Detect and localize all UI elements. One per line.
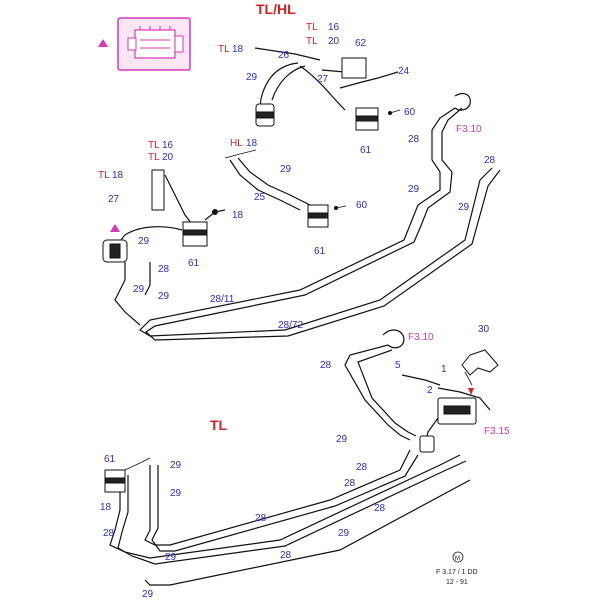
footer-stamp: M F 3.17 / 1 DD 12 - 91: [436, 551, 478, 586]
label-18-d: 18: [232, 210, 244, 221]
svg-text:M: M: [455, 556, 460, 562]
label-61-d: 61: [104, 454, 116, 465]
label-61-b: 61: [314, 246, 326, 257]
label-20-b: 20: [162, 152, 174, 163]
label-16-b: 16: [162, 140, 174, 151]
label-28-f: 28: [344, 478, 356, 489]
label-25: 25: [254, 192, 266, 203]
engine-legend: [98, 17, 191, 71]
label-29-e: 29: [158, 291, 170, 302]
footer-code: F 3.17 / 1 DD: [436, 569, 478, 576]
triangle-marker-icon: [98, 39, 108, 47]
label-28-j: 28: [280, 550, 292, 561]
label-29-g2: 29: [458, 202, 470, 213]
label-28-d: 28: [320, 360, 332, 371]
label-18-c: 18: [112, 170, 124, 181]
label-29-b: 29: [280, 164, 292, 175]
label-29-j: 29: [170, 488, 182, 499]
label-28-11: 28/11: [210, 294, 235, 305]
label-29-m: 29: [142, 589, 154, 600]
label-28-h: 28: [255, 513, 267, 524]
label-2: 2: [427, 385, 433, 396]
label-tl16-b: TL: [148, 140, 160, 151]
long-pipes-lower: [104, 449, 471, 586]
label-29-f: 29: [408, 184, 420, 195]
label-60-b: 60: [356, 200, 368, 211]
label-28-e: 28: [356, 462, 368, 473]
label-62: 62: [355, 38, 367, 49]
label-29-i: 29: [170, 460, 182, 471]
upper-assembly: [254, 47, 471, 173]
long-pipes-upper: [114, 167, 501, 341]
label-28-a: 28: [408, 134, 420, 145]
label-27-a: 27: [317, 74, 329, 85]
label-tl20-a: TL: [306, 36, 318, 47]
label-28-g: 28: [374, 503, 386, 514]
label-61-a: 61: [360, 145, 372, 156]
triangle-marker-icon: [110, 224, 120, 232]
label-27-b: 27: [108, 194, 120, 205]
engine-icon: [127, 26, 184, 59]
label-f310-b: F3.10: [408, 332, 434, 343]
label-5: 5: [395, 360, 401, 371]
lower-assembly: [344, 329, 499, 453]
label-29-a: 29: [246, 72, 258, 83]
title-top: TL/HL: [256, 1, 296, 17]
title-bottom: TL: [210, 417, 228, 433]
footer-date: 12 - 91: [446, 579, 468, 586]
label-1: 1: [441, 364, 447, 375]
label-29-d: 29: [133, 284, 145, 295]
label-hl18: HL: [230, 138, 243, 149]
label-tl18-a: TL: [218, 44, 230, 55]
label-f310-a: F3.10: [456, 124, 482, 135]
label-18-a: 18: [232, 44, 244, 55]
label-18-e: 18: [100, 502, 112, 513]
middle-assembly: [102, 149, 347, 263]
label-f315: F3.15: [484, 426, 510, 437]
label-61-c: 61: [188, 258, 200, 269]
label-tl18-b: TL: [98, 170, 110, 181]
label-60-a: 60: [404, 107, 416, 118]
label-26: 26: [278, 50, 290, 61]
label-28-72: 28/72: [278, 320, 303, 331]
label-28-c: 28: [158, 264, 170, 275]
label-20-a: 20: [328, 36, 340, 47]
label-30: 30: [478, 324, 490, 335]
label-tl16-a: TL: [306, 22, 318, 33]
label-29-c: 29: [138, 236, 150, 247]
label-tl20-b: TL: [148, 152, 160, 163]
label-24: 24: [398, 66, 410, 77]
label-29-l: 29: [165, 552, 177, 563]
label-28-b: 28: [484, 155, 496, 166]
label-28-i: 28: [103, 528, 115, 539]
label-29-h: 29: [336, 434, 348, 445]
label-29-k: 29: [338, 528, 350, 539]
label-16-a: 16: [328, 22, 340, 33]
label-18-b: 18: [246, 138, 258, 149]
